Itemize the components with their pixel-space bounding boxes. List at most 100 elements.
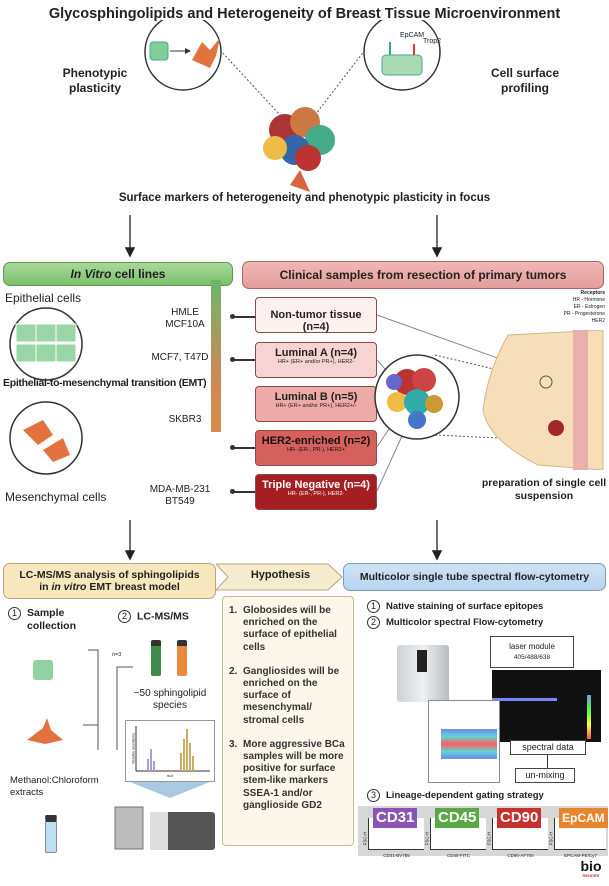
step-label: Lineage-dependent gating strategy (386, 790, 544, 802)
step-label: Multicolor spectral Flow-cytometry (386, 617, 544, 629)
sample-triple-negative: Triple Negative (n=4)HR- (ER-, PR-), HER… (255, 474, 377, 510)
epithelial-cell-icon (33, 660, 53, 680)
sample-name: Triple Negative (n=4) (262, 479, 370, 491)
spectrum-xlabel: m/z (166, 773, 174, 778)
mesenchymal-cells-icon (9, 401, 83, 475)
connector (230, 314, 255, 319)
flow-header: Multicolor single tube spectral flow-cyt… (343, 563, 606, 591)
single-cell-prep-label: preparation of single cell suspension (481, 477, 607, 502)
sample-her2-enriched: HER2-enriched (n=2)HR- (ER-, PR-), HER2+ (255, 430, 377, 466)
spectral-data-box: spectral data (510, 740, 586, 755)
connector (230, 357, 255, 362)
cell-line-bt549: BT549 (165, 496, 195, 507)
sample-luminal-a: Luminal A (n=4)HR+ (ER+ and/or PR+), HER… (255, 342, 377, 378)
lcms-header: LC-MS/MS analysis of sphingolipids in in… (3, 563, 216, 599)
receptors-title: Receptors (580, 290, 605, 296)
lcms-header-rest: EMT breast model (86, 581, 180, 593)
cell-line-mcf10a: MCF10A (165, 319, 205, 330)
hypothesis-text: Gangliosides will be enriched on the sur… (243, 665, 340, 726)
laser-label: laser module (509, 642, 555, 651)
mass-spectrum-chart: Relative abundance m/z (125, 720, 215, 782)
page-title: Glycosphingolipids and Heterogeneity of … (48, 6, 561, 22)
trop2-label: Trop2 (423, 38, 442, 45)
mesenchymal-cell-icon (27, 718, 63, 744)
sample-receptors: HR- (ER-, PR-), HER2+ (287, 447, 345, 453)
lcms-header-line1: LC-MS/MS analysis of sphingolipids (19, 569, 200, 581)
extraction-bracket-lines (83, 649, 133, 750)
replicates-label: n=3 (112, 652, 122, 658)
step-label: Native staining of surface epitopes (386, 601, 544, 613)
sample-luminal-b: Luminal B (n=5)HR+ (ER+ and/or PR+), HER… (255, 386, 377, 422)
hypothesis-text: Globosides will be enriched on the surfa… (243, 605, 337, 653)
gate-label: CD31 (373, 808, 418, 828)
green-vial-icon (151, 640, 161, 676)
cell-line-mda-mb-231: MDA-MB-231 (149, 484, 211, 495)
breast-anatomy-icon (482, 330, 604, 470)
hypothesis-item: 3.More aggressive BCa samples will be mo… (229, 739, 347, 812)
epithelial-cells-label: Epithelial cells (5, 291, 82, 305)
laser-wavelengths: 405/488/638 (513, 654, 551, 661)
gate-label: CD90 (497, 808, 542, 828)
gate-axis: CD31-BV785 (383, 853, 410, 858)
emt-gradient-arrow (211, 280, 221, 432)
laser-module-box: laser module 405/488/638 (490, 636, 574, 668)
gate-y-axis: FSC-H (424, 831, 430, 846)
focus-statement: Surface markers of heterogeneity and phe… (118, 192, 491, 204)
sample-name: Non-tumor tissue (n=4) (270, 309, 362, 333)
logo-subtext: RENDER (582, 873, 600, 878)
emt-label: Epithelial-to-mesenchymal transition (EM… (3, 377, 207, 389)
lcms-header-italic: in vitro (51, 581, 87, 593)
tumor-plasticity-illustration (144, 20, 441, 192)
cell-line-mcf7-t47d: MCF7, T47D (151, 352, 209, 363)
receptor-item: PR - Progesterone (563, 311, 605, 317)
hypothesis-text: More aggressive BCa samples will be more… (243, 738, 345, 811)
unmixing-box: un-mixing (515, 768, 575, 783)
spectrum-ylabel: Relative abundance (131, 732, 136, 764)
step-label: LC-MS/MS (137, 610, 189, 623)
receptor-item: ER - Estrogen (573, 304, 605, 310)
receptors-legend: Receptors HR - Hormone ER - Estrogen PR … (545, 290, 605, 325)
lcms-instrument-icon (114, 782, 215, 850)
in-vitro-rest: cell lines (111, 267, 166, 281)
gate-axis: CD90-AF700 (507, 853, 534, 858)
gate-y-axis: FSC-H (548, 831, 554, 846)
connector (230, 445, 255, 450)
spectral-plot (428, 700, 500, 783)
cell-line-hmle: HMLE (171, 307, 199, 318)
sample-receptors: HR- (ER-, PR-), HER2- (287, 491, 345, 497)
hypothesis-header: Hypothesis (250, 569, 311, 581)
arrow-line (547, 755, 548, 768)
orange-vial-icon (177, 640, 187, 676)
extract-vial-icon (45, 815, 57, 853)
spectral-prism-image (492, 670, 601, 742)
epcam-label: EpCAM (400, 32, 425, 39)
sample-name: Luminal B (n=5) (274, 391, 358, 403)
epithelial-cells-icon (9, 307, 83, 381)
hypothesis-item: 2.Gangliosides will be enriched on the s… (229, 666, 347, 727)
gate-label: EpCAM (559, 808, 608, 828)
receptor-item: HER2 (591, 318, 605, 324)
sample-receptors: HR+ (ER+ and/or PR+), HER2+/- (275, 403, 357, 409)
lcms-header-pre: in (39, 581, 52, 593)
sphingolipid-species-label: ~50 sphingolipid species (133, 688, 207, 711)
sample-non-tumor: Non-tumor tissue (n=4) (255, 297, 377, 333)
gate-label: CD45 (435, 808, 480, 828)
hypothesis-list: 1.Globosides will be enriched on the sur… (222, 596, 354, 846)
sample-name: HER2-enriched (n=2) (261, 435, 371, 447)
mesenchymal-cells-label: Mesenchymal cells (5, 490, 107, 504)
gate-axis: CD45-FITC (446, 853, 470, 858)
gate-axis: EPCAM-PE/Cy7 (564, 853, 597, 858)
gate-y-axis: FSC-H (362, 831, 368, 846)
hypothesis-chevron (216, 563, 343, 591)
phenotypic-plasticity-label: Phenotypic plasticity (62, 66, 128, 95)
in-vitro-italic: In Vitro (70, 267, 112, 281)
